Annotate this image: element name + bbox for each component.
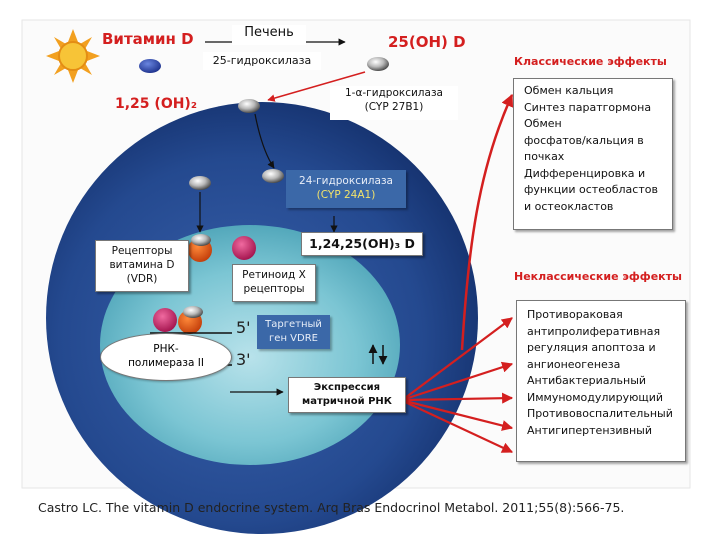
three-prime-label: 3' bbox=[236, 350, 251, 369]
arrow-to-nonclassical-2 bbox=[404, 361, 514, 401]
calcifediol-label: 25(OH) D bbox=[388, 33, 466, 51]
rxr-box: Ретиноид X рецепторы bbox=[232, 264, 316, 302]
mrna-expression-line1: Экспрессия bbox=[313, 382, 381, 393]
nonclassical-effect-item: Противораковая bbox=[527, 308, 623, 321]
sun-icon bbox=[46, 29, 100, 83]
classical-effect-item: функции остеобластов bbox=[524, 183, 658, 196]
classical-effects-title: Классические эффекты bbox=[514, 55, 667, 68]
nonclassical-effect-item: ангионеогенеза bbox=[527, 357, 621, 371]
classical-effects-box: Обмен кальция Синтез паратгормона Обмен … bbox=[513, 78, 673, 230]
arrow-to-24-hydroxylase bbox=[254, 113, 275, 169]
arrow-to-nonclassical-5 bbox=[404, 401, 513, 453]
citation: Castro LC. The vitamin D endocrine syste… bbox=[38, 500, 625, 515]
hydroxylase-24-line2: (CYP 24A1) bbox=[316, 189, 376, 201]
nonclassical-effect-item: Противовоспалительный bbox=[527, 407, 673, 420]
arrow-25oh-to-calcitriol bbox=[267, 71, 366, 102]
calcitroic-acid-label: 1,24,25(OH)₃ D bbox=[301, 232, 423, 256]
calcitriol-molecule bbox=[238, 99, 260, 113]
hydroxylase-25-label: 25-гидроксилаза bbox=[203, 52, 321, 70]
rna-polymerase-ellipse: РНК- полимераза II bbox=[100, 333, 232, 381]
vdr-line2: витамина D bbox=[109, 259, 175, 271]
arrow-to-classical bbox=[460, 93, 514, 351]
rxr-line2: рецепторы bbox=[243, 283, 305, 295]
rxr-receptor bbox=[153, 308, 177, 332]
nonclassical-effects-box: Противораковая антипролиферативная регул… bbox=[516, 300, 686, 462]
rna-polymerase-line2: полимераза II bbox=[128, 357, 204, 369]
vitamin-d-molecule bbox=[139, 59, 161, 73]
calcitriol-molecule bbox=[262, 169, 284, 183]
vdr-line3: (VDR) bbox=[126, 273, 158, 285]
arrow-to-nonclassical-1 bbox=[404, 317, 513, 399]
target-gene-line2: ген VDRE bbox=[269, 333, 318, 344]
alpha-hydroxylase-box: 1-α-гидроксилаза (CYP 27B1) bbox=[330, 86, 458, 120]
vdr-line1: Рецепторы bbox=[111, 245, 173, 257]
classical-effect-item: Синтез паратгормона bbox=[524, 100, 652, 114]
nonclassical-effect-item: регуляция апоптоза и bbox=[527, 341, 656, 354]
classical-effect-item: Дифференцировка и bbox=[524, 166, 646, 180]
nonclassical-effect-item: Иммуномодулирующий bbox=[527, 390, 663, 404]
target-gene-line1: Таргетный bbox=[265, 319, 322, 330]
classical-effect-item: фосфатов/кальция в bbox=[524, 133, 644, 147]
hydroxylase-24-box: 24-гидроксилаза (CYP 24A1) bbox=[286, 170, 406, 208]
alpha-hydroxylase-line2: (CYP 27B1) bbox=[364, 101, 424, 113]
liver-label: Печень bbox=[232, 25, 306, 45]
calcitriol-molecule bbox=[183, 306, 203, 318]
mrna-expression-box: Экспрессия матричной РНК bbox=[288, 377, 406, 413]
classical-effect-item: Обмен кальция bbox=[524, 84, 614, 97]
nonclassical-effects-title: Неклассические эффекты bbox=[514, 270, 682, 283]
vdr-box: Рецепторы витамина D (VDR) bbox=[95, 240, 189, 292]
rna-polymerase-line1: РНК- bbox=[153, 343, 179, 355]
alpha-hydroxylase-line1: 1-α-гидроксилаза bbox=[345, 87, 443, 99]
arrow-to-nonclassical-4 bbox=[404, 399, 514, 431]
rxr-receptor bbox=[232, 236, 256, 260]
calcitriol-label: 1,25 (OH)₂ bbox=[115, 96, 197, 112]
calcifediol-molecule bbox=[367, 57, 389, 71]
five-prime-label: 5' bbox=[236, 318, 251, 337]
calcitriol-molecule bbox=[191, 234, 211, 246]
classical-effect-item: почках bbox=[524, 150, 565, 163]
vitamin-d-label: Витамин D bbox=[102, 30, 194, 48]
hydroxylase-24-line1: 24-гидроксилаза bbox=[299, 175, 393, 187]
target-gene-box: Таргетный ген VDRE bbox=[257, 315, 330, 349]
classical-effect-item: и остеокластов bbox=[524, 199, 614, 213]
nonclassical-effect-item: Антигипертензивный bbox=[527, 423, 653, 437]
arrow-to-nonclassical-3 bbox=[404, 392, 514, 404]
classical-effect-item: Обмен bbox=[524, 117, 562, 130]
rxr-line1: Ретиноид X bbox=[242, 269, 306, 281]
nonclassical-effect-item: антипролиферативная bbox=[527, 324, 661, 338]
nonclassical-effect-item: Антибактериальный bbox=[527, 374, 647, 387]
mrna-expression-line2: матричной РНК bbox=[302, 396, 392, 407]
calcitriol-molecule bbox=[189, 176, 211, 190]
